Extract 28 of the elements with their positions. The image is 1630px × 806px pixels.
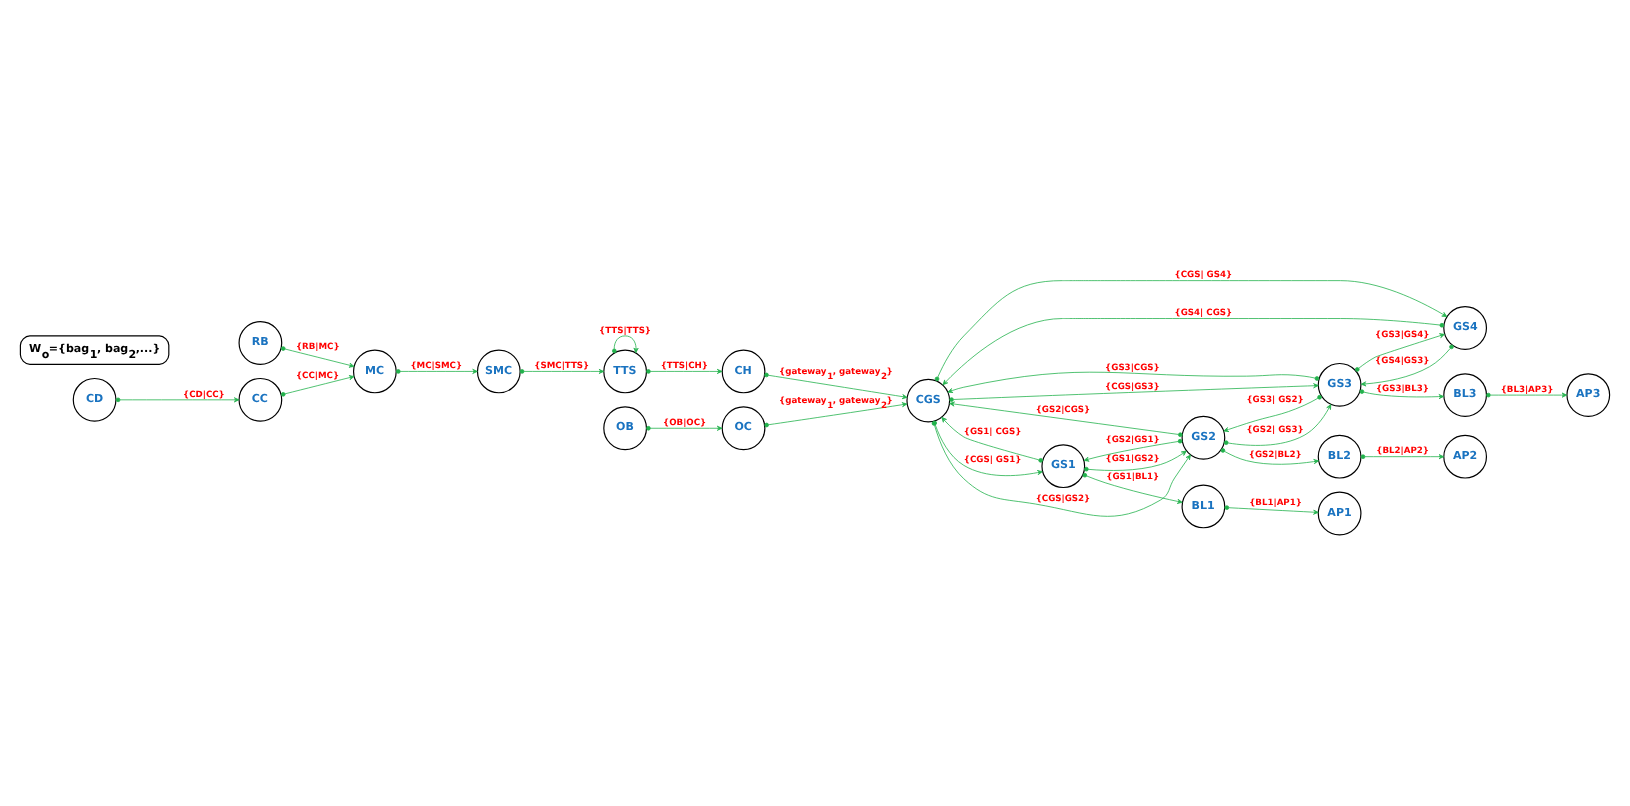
- arrow: [646, 368, 723, 374]
- arrow: [1223, 404, 1332, 446]
- arrow: [115, 397, 240, 403]
- arrow: [1223, 394, 1322, 432]
- arrow: [949, 401, 1183, 437]
- arrow: [1360, 344, 1454, 387]
- arrow: [280, 346, 355, 368]
- arrow: [1224, 505, 1319, 515]
- arrow: [942, 318, 1445, 386]
- arrow: [1359, 389, 1445, 400]
- arrow: [1082, 472, 1183, 504]
- arrow: [1486, 392, 1568, 398]
- arrow: [396, 368, 478, 374]
- arrow: [1220, 448, 1320, 465]
- arrow: [764, 402, 908, 428]
- arrow: [764, 372, 908, 400]
- arrow: [947, 371, 1320, 393]
- arrow: [941, 416, 1043, 463]
- arrow: [1084, 450, 1187, 472]
- arrow: [280, 375, 355, 397]
- arrow: [646, 425, 723, 431]
- arrow: [934, 280, 1448, 382]
- arrow: [1083, 438, 1183, 462]
- arrow: [519, 368, 605, 374]
- arrow: [949, 383, 1319, 402]
- arrow: [1355, 333, 1445, 372]
- arrow: [612, 335, 639, 354]
- arrow: [1360, 454, 1445, 460]
